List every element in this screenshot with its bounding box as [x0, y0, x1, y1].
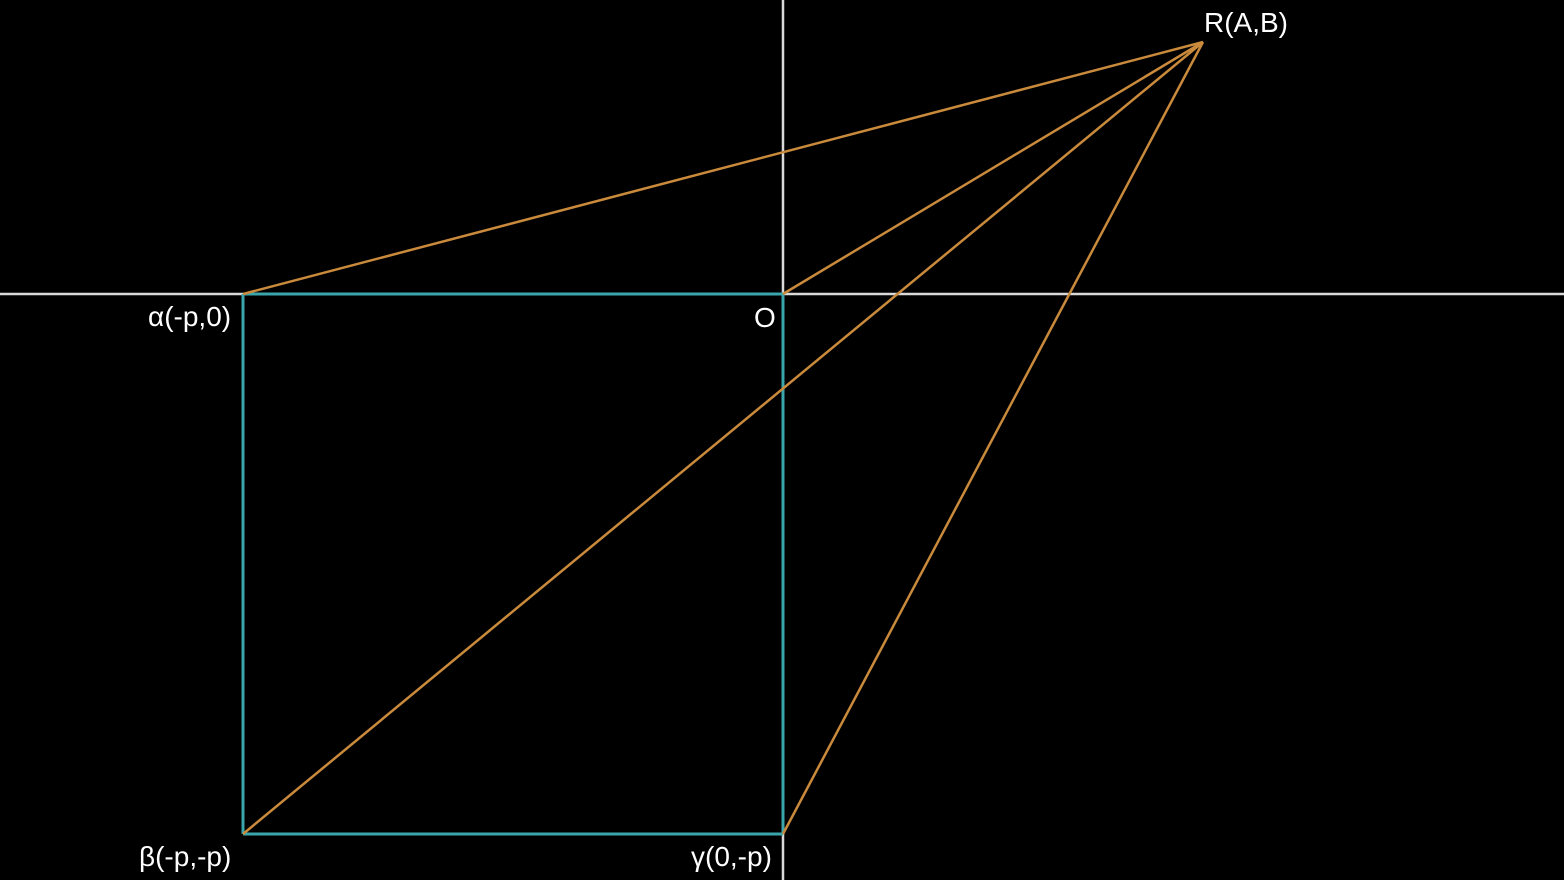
label-r: R(A,B)	[1204, 7, 1288, 38]
ray-r-beta	[242, 41, 1204, 835]
label-origin: O	[754, 302, 776, 333]
ray-r-alpha	[242, 40, 1204, 296]
ray-r-gamma	[781, 41, 1205, 835]
label-alpha: α(-p,0)	[148, 301, 231, 332]
ray-r-origin	[782, 40, 1204, 296]
label-gamma: γ(0,-p)	[691, 841, 772, 872]
label-beta: β(-p,-p)	[139, 841, 231, 872]
